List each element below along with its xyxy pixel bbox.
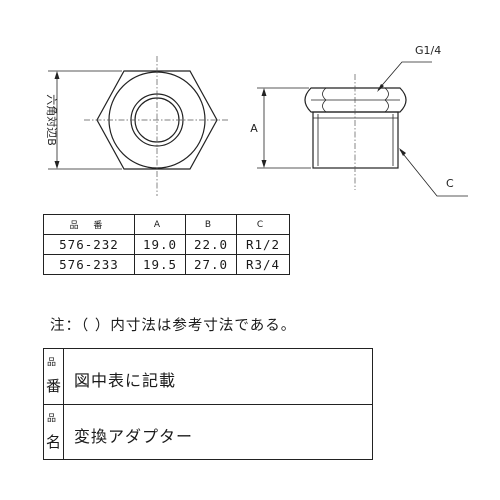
- title-row-product-name: 品 名 変換アダプター: [44, 405, 372, 460]
- header-c: C: [236, 214, 290, 235]
- hex-front-view: 六角対辺B: [45, 56, 230, 196]
- title-key-big: 名: [46, 433, 62, 451]
- thread-label-g14: G1/4: [415, 44, 441, 57]
- side-view: A G1/4 C: [250, 44, 468, 197]
- cell-part-number: 576-233: [43, 254, 135, 275]
- leader-c-arrow: [399, 148, 406, 156]
- title-value-product-name: 変換アダプター: [74, 427, 194, 446]
- hex-side-arc-right-top: [384, 87, 389, 101]
- dim-b-arrow-top: [54, 71, 60, 79]
- title-block: 品 番 図中表に記載 品 名 変換アダプター: [43, 348, 373, 460]
- cell-part-number: 576-232: [43, 234, 135, 255]
- dim-a-arrow-top: [261, 88, 267, 96]
- header-a: A: [134, 214, 186, 235]
- cell-c: R3/4: [236, 254, 290, 275]
- hex-side-outline: [304, 87, 407, 113]
- dim-b-arrow-bottom: [54, 161, 60, 169]
- cell-a: 19.5: [134, 254, 186, 275]
- title-row-part-number: 品 番 図中表に記載: [44, 349, 372, 405]
- hex-side-arc-right-bottom: [384, 99, 389, 113]
- cell-a: 19.0: [134, 234, 186, 255]
- title-key-product-name: 品 名: [44, 405, 64, 460]
- dim-a-arrow-bottom: [261, 160, 267, 168]
- title-key-small: 品: [47, 358, 57, 368]
- table-row: 576-233 19.5 27.0 R3/4: [43, 254, 290, 275]
- spec-table: 品 番 A B C 576-232 19.0 22.0 R1/2 576-233…: [43, 214, 290, 275]
- header-b: B: [185, 214, 237, 235]
- title-key-part-number: 品 番: [44, 349, 64, 404]
- cell-b: 22.0: [185, 234, 237, 255]
- reference-note: 注：（ ）内寸法は参考寸法である。: [50, 318, 297, 334]
- cell-b: 27.0: [185, 254, 237, 275]
- leader-g14-arrow: [377, 84, 384, 92]
- title-key-big: 番: [46, 377, 62, 395]
- title-value-part-number: 図中表に記載: [74, 371, 177, 390]
- hex-side-arc-left-top: [322, 87, 327, 101]
- dim-b-label: 六角対辺B: [45, 94, 59, 146]
- cell-c: R1/2: [236, 234, 290, 255]
- thread-label-c: C: [446, 177, 454, 190]
- title-key-small: 品: [47, 414, 57, 424]
- leader-c: [399, 149, 468, 197]
- spec-table-header: 品 番 A B C: [43, 214, 290, 235]
- hex-side-arc-left-bottom: [322, 99, 327, 113]
- leader-g14: [377, 61, 432, 91]
- header-part-number: 品 番: [43, 214, 135, 235]
- thread-body: [312, 111, 399, 169]
- dim-a-label: A: [250, 122, 258, 135]
- table-row: 576-232 19.0 22.0 R1/2: [43, 234, 290, 255]
